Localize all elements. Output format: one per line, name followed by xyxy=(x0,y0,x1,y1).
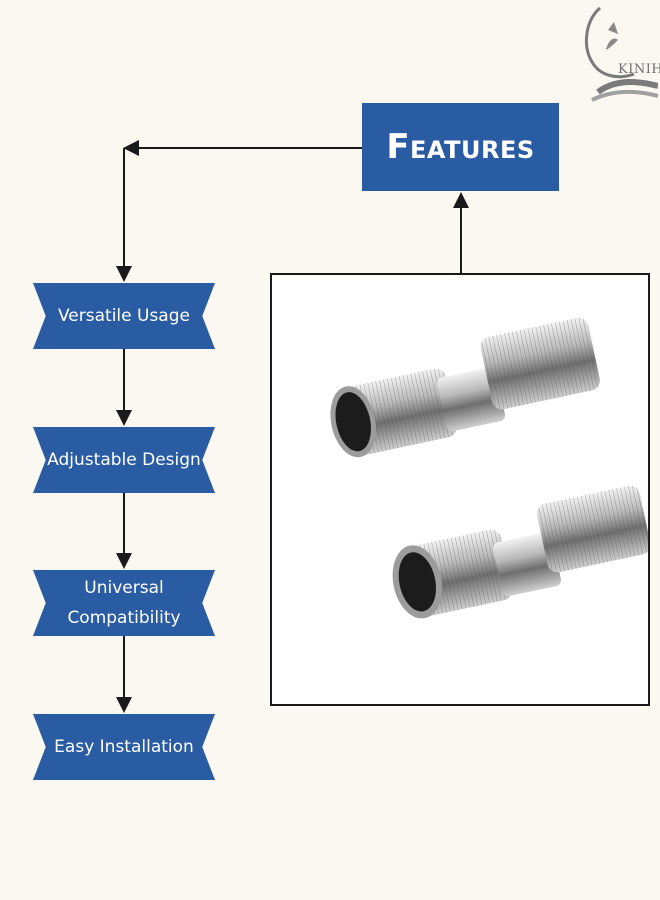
features-title: Features xyxy=(386,127,535,167)
product-image-frame xyxy=(270,273,651,706)
logo-text: KINIH xyxy=(618,62,660,77)
feature-label: Versatile Usage xyxy=(58,306,190,326)
pipe-fittings-icon xyxy=(330,317,651,619)
feature-label: Easy Installation xyxy=(54,737,194,757)
feature-label: Universal Compatibility xyxy=(67,578,181,628)
feature-label: Adjustable Design xyxy=(47,450,201,470)
feature-ribbon-adjustable-design: Adjustable Design xyxy=(33,427,215,493)
brand-logo xyxy=(584,6,658,102)
features-header-box: Features xyxy=(362,103,559,191)
feature-ribbon-easy-installation: Easy Installation xyxy=(33,714,215,780)
feature-ribbon-universal-compatibility: Universal Compatibility xyxy=(33,570,215,636)
feature-ribbon-versatile-usage: Versatile Usage xyxy=(33,283,215,349)
